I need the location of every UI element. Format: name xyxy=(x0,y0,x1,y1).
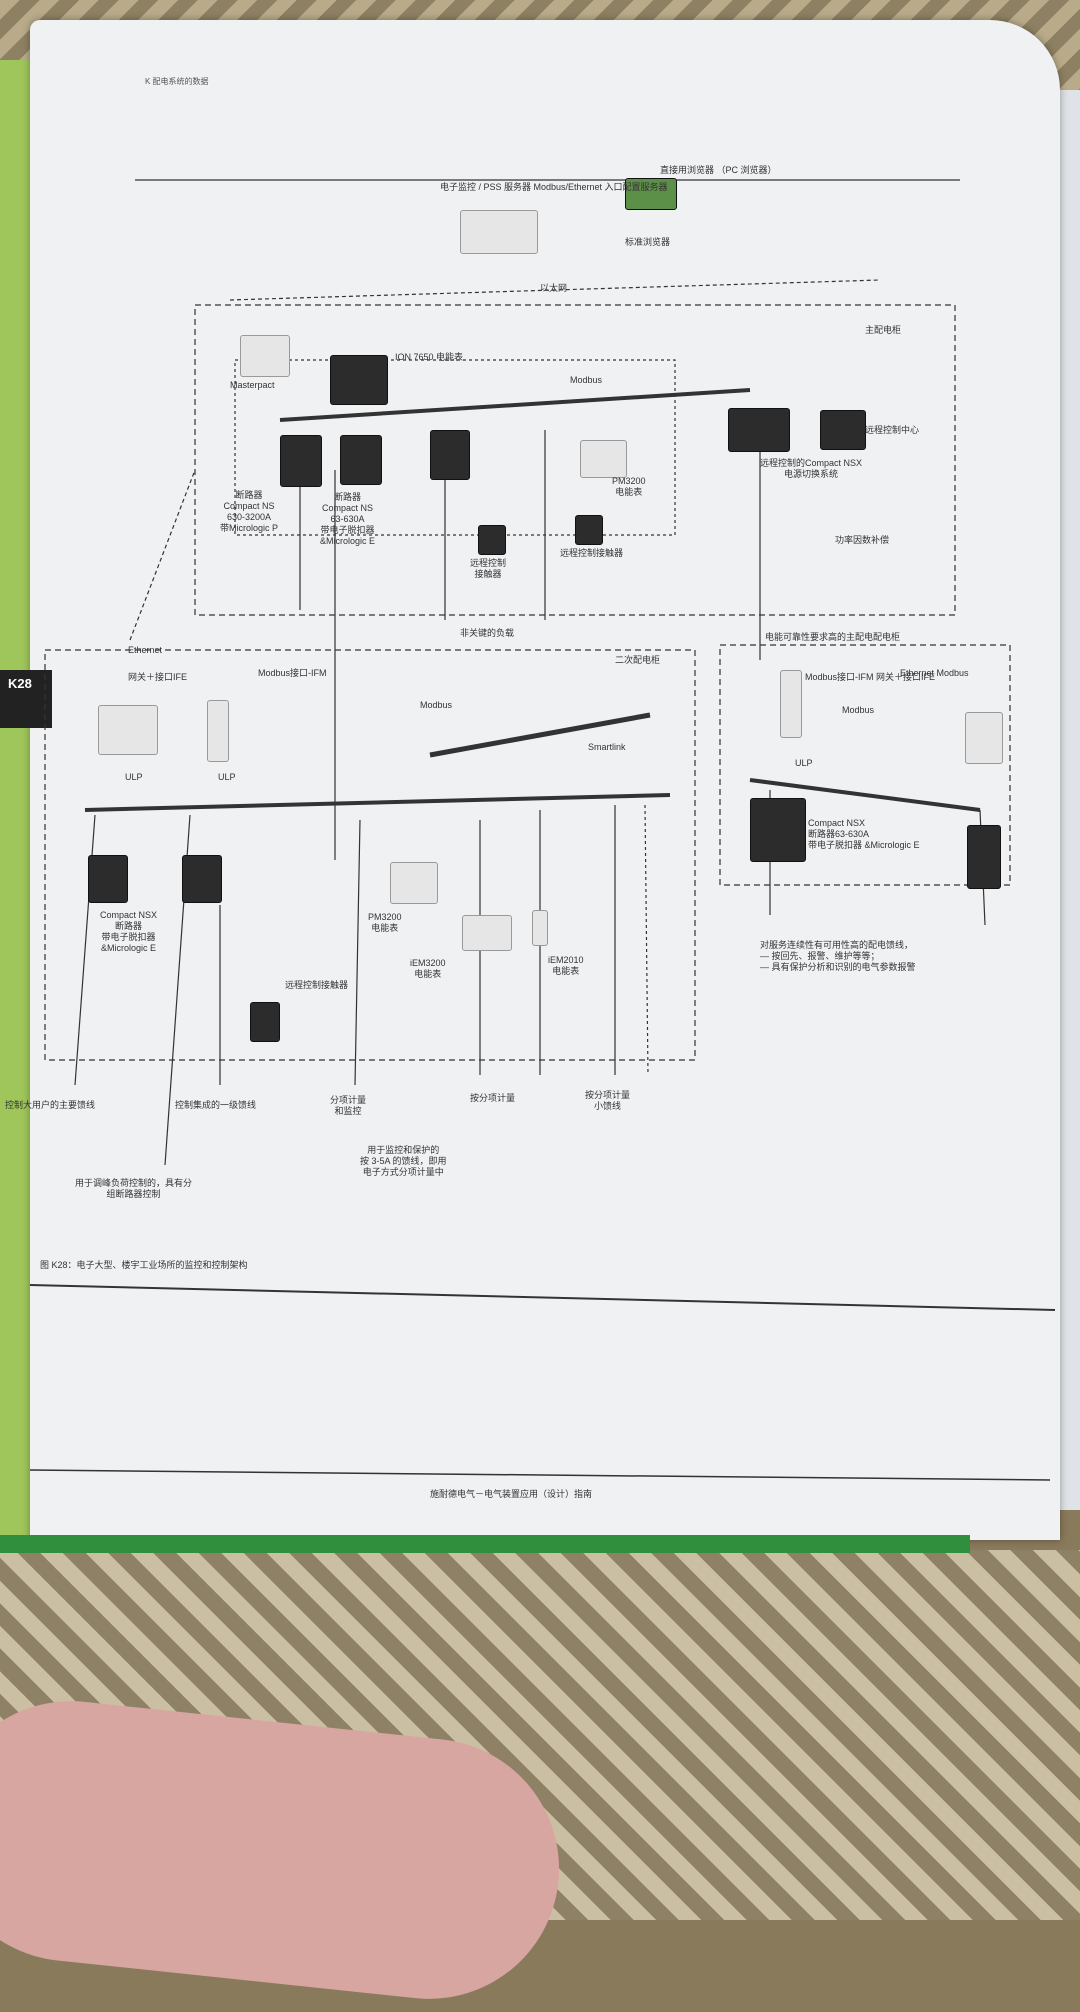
label-out6: 用于调峰负荷控制的，具有分 组断路器控制 xyxy=(75,1178,193,1199)
label-modbus-ifm: Modbus接口-IFM xyxy=(258,668,327,678)
label-modbus: Modbus xyxy=(570,375,603,385)
right-compact-nsx-1 xyxy=(750,798,806,862)
label-right-ifm: Modbus接口-IFM 网关＋接口IFE xyxy=(805,672,936,682)
label-right-eth: Ethernet Modbus xyxy=(900,668,969,678)
label-aux1: 远程控制 接触器 xyxy=(470,558,507,579)
label-out5: 按分项计量 小馈线 xyxy=(585,1090,631,1111)
label-laptop: 直接用浏览器 （PC 浏览器） xyxy=(660,165,777,175)
compact-nsx-2 xyxy=(182,855,222,903)
label-modbus2: Modbus xyxy=(420,700,453,710)
label-out2: 控制集成的一级馈线 xyxy=(175,1100,257,1110)
label-cap: 功率因数补偿 xyxy=(835,535,890,545)
breaker-compact-ns-1 xyxy=(280,435,322,487)
aux-contactor-1 xyxy=(478,525,506,555)
label-compact-nsx: Compact NSX 断路器 带电子脱扣器 &Micrologic E xyxy=(100,910,158,953)
label-remote-center: 远程控制中心 xyxy=(865,425,920,435)
pm3200-meter-1 xyxy=(580,440,627,478)
label-loads: 非关键的负载 xyxy=(460,628,515,638)
label-remote-ctrl: 远程控制的Compact NSX 电源切换系统 xyxy=(760,458,863,479)
chapter-tab: K28 xyxy=(0,670,52,728)
label-ion7650: ION 7650 电能表 xyxy=(395,352,464,362)
label-out3: 分项计量 和监控 xyxy=(330,1095,367,1116)
iem2010-meter xyxy=(532,910,548,946)
label-masterpact: Masterpact xyxy=(230,380,275,390)
page-footer: 施耐德电气－电气装置应用（设计）指南 xyxy=(430,1489,593,1499)
remote-control-nsx xyxy=(728,408,790,452)
label-sub-ethernet: 网关＋接口IFE xyxy=(128,672,188,682)
label-ulp1: ULP xyxy=(125,772,143,782)
label-breaker1: 断路器 Compact NS 630-3200A 带Micrologic P xyxy=(220,490,279,533)
ifm-module xyxy=(207,700,229,762)
label-pm3200-1: PM3200 电能表 xyxy=(612,476,646,497)
label-switchboard: 主配电柜 xyxy=(865,325,902,335)
label-ulp2: ULP xyxy=(218,772,236,782)
book-page xyxy=(30,20,1060,1540)
diagram-lines xyxy=(29,179,1056,1481)
monitor-screen xyxy=(460,210,538,254)
figure-caption: 图 K28：电子大型、楼宇工业场所的监控和控制架构 xyxy=(40,1260,248,1270)
label-out-group: 用于监控和保护的 按 3-5A 的馈线，即用 电子方式分项计量中 xyxy=(360,1145,447,1177)
label-right-modbus: Modbus xyxy=(842,705,875,715)
label-right-box: 电能可靠性要求高的主配电配电柜 xyxy=(765,632,901,642)
label-right-notes: 对服务连续性有可用性高的配电馈线， — 按回先、报警、维护等等； — 具有保护分… xyxy=(760,940,916,972)
label-ethernet-top: 以太网 xyxy=(540,283,568,293)
label-out4: 按分项计量 xyxy=(470,1093,516,1103)
gateway-ife xyxy=(98,705,158,755)
aux-contactor-2 xyxy=(575,515,603,545)
label-sub: 二次配电柜 xyxy=(615,655,661,665)
book-spine xyxy=(0,1535,970,1553)
label-aux2: 远程控制接触器 xyxy=(560,548,624,558)
label-right-breaker: Compact NSX 断路器63-630A 带电子脱扣器 &Micrologi… xyxy=(808,818,920,850)
laptop xyxy=(625,178,677,210)
masterpact xyxy=(240,335,290,377)
compact-nsx-1 xyxy=(88,855,128,903)
breaker-3 xyxy=(430,430,470,480)
right-ifm xyxy=(780,670,802,738)
right-compact-nsx-2 xyxy=(967,825,1001,889)
running-header: K 配电系统的数据 xyxy=(145,77,209,86)
label-out1: 控制大用户的主要馈线 xyxy=(5,1100,96,1110)
label-browser: 标准浏览器 xyxy=(625,237,671,247)
pm3200-meter-2 xyxy=(390,862,438,904)
aux-contactor-3 xyxy=(250,1002,280,1042)
label-right-ulp: ULP xyxy=(795,758,813,768)
label-iem3200: iEM3200 电能表 xyxy=(410,958,446,979)
meter-ion7650 xyxy=(330,355,388,405)
label-breaker2: 断路器 Compact NS 63-630A 带电子脱扣器 &Micrologi… xyxy=(320,492,376,546)
breaker-compact-ns-2 xyxy=(340,435,382,485)
remote-center-box xyxy=(820,410,866,450)
label-top-monitor: 电子监控 / PSS 服务器 Modbus/Ethernet 入口配置服务器 xyxy=(440,182,668,192)
iem3200-meter xyxy=(462,915,512,951)
label-iem2010: iEM2010 电能表 xyxy=(548,955,584,976)
label-pm3200-2: PM3200 电能表 xyxy=(368,912,402,933)
label-ethernet: Ethernet xyxy=(128,645,163,655)
label-aux3: 远程控制接触器 xyxy=(285,980,349,990)
label-smartlink: Smartlink xyxy=(588,742,626,752)
right-gateway xyxy=(965,712,1003,764)
